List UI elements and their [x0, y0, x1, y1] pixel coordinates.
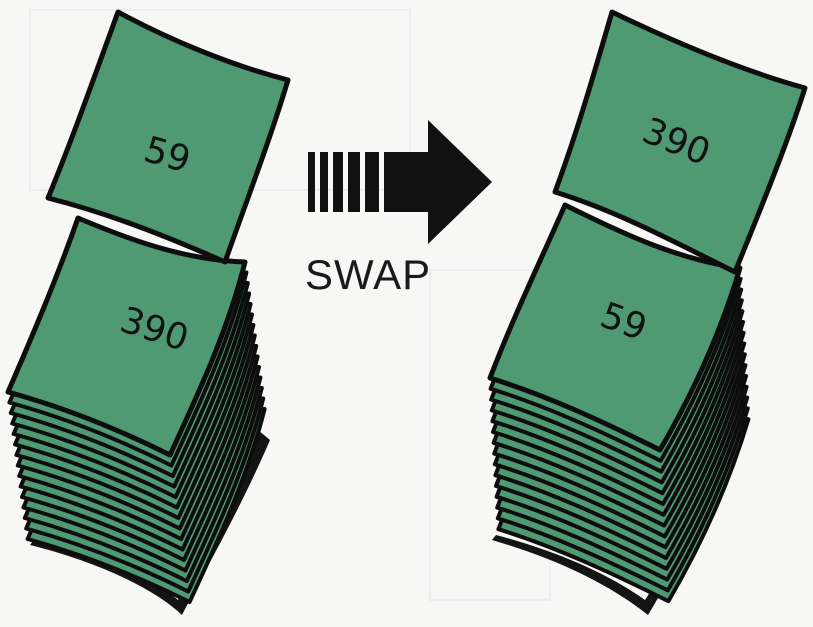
- before-stack: 390 59: [5, 9, 291, 615]
- swap-operation: SWAP: [305, 120, 492, 298]
- swap-label: SWAP: [305, 251, 431, 298]
- stack-top-card: 390: [5, 215, 248, 458]
- arrow-right-icon: [308, 120, 492, 244]
- lifted-card: 390: [552, 9, 808, 275]
- lifted-card: 59: [45, 9, 291, 265]
- after-stack: 59 390: [487, 9, 808, 615]
- stack-top-card: 59: [487, 202, 743, 453]
